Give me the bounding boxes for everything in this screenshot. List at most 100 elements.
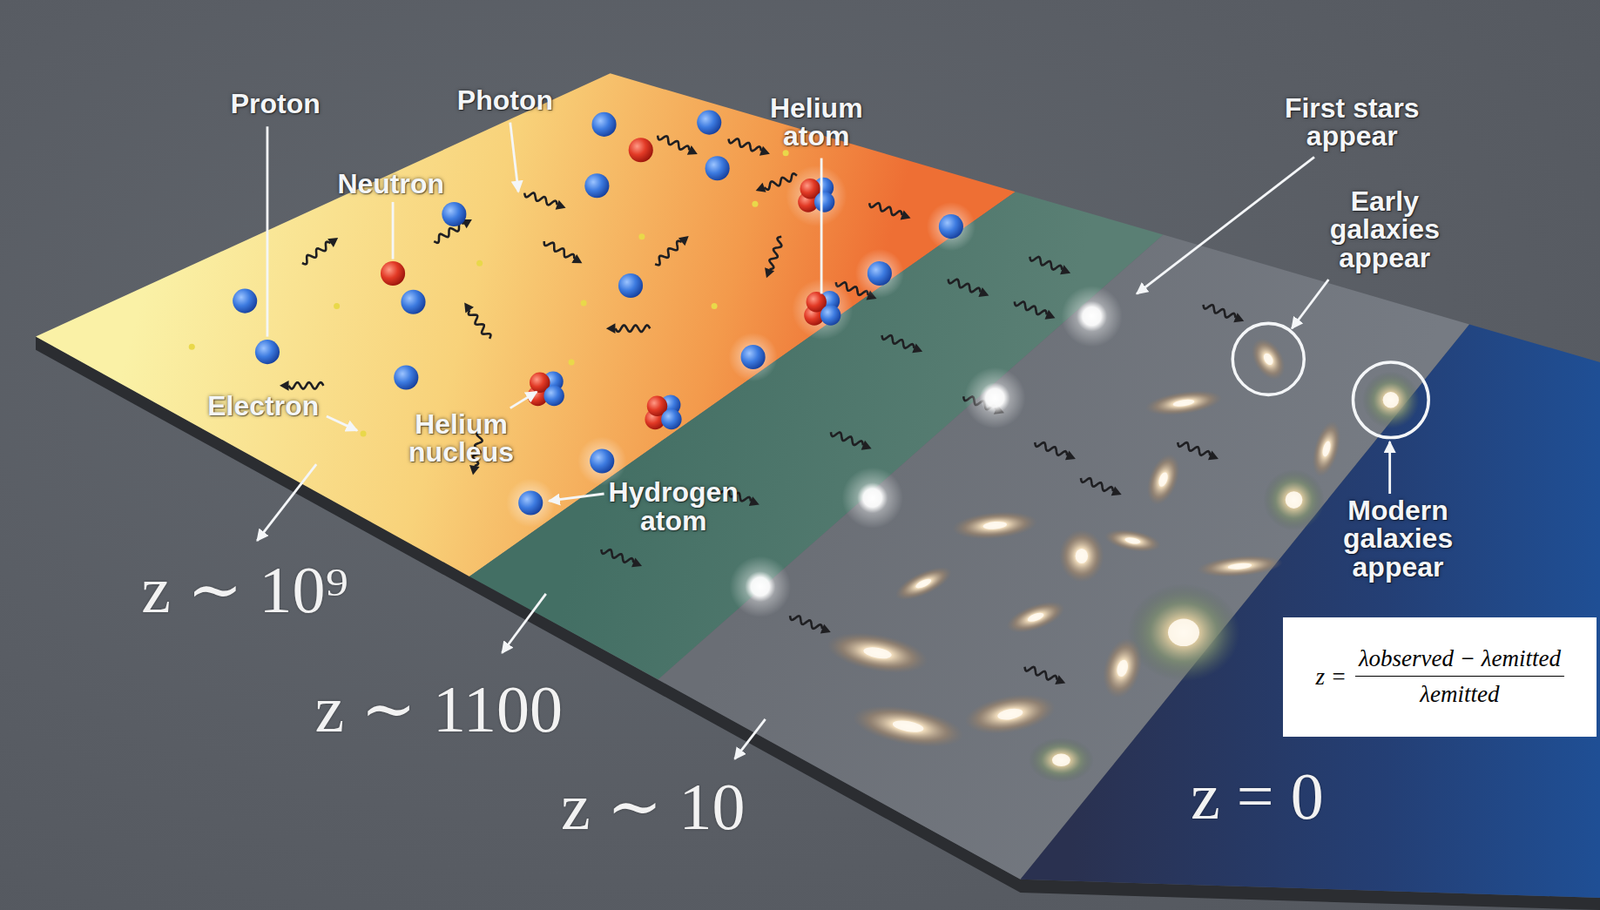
galaxy-halo [951, 508, 1040, 543]
atom-glow [506, 478, 555, 527]
proton [938, 214, 964, 239]
redshift-label: z ∼ 10 [560, 773, 745, 840]
present-era-region [1020, 324, 1600, 898]
galaxy-core [1052, 754, 1071, 767]
photon [522, 188, 568, 213]
electron [333, 303, 340, 310]
galaxy [1307, 418, 1346, 480]
photon [599, 545, 644, 572]
photon-head [911, 343, 925, 357]
galaxy [1059, 529, 1105, 583]
photon-wave [466, 308, 493, 341]
photon-head [749, 496, 762, 510]
galaxy [850, 698, 967, 755]
proton [393, 364, 419, 390]
photon [761, 235, 786, 280]
atom-glow [926, 202, 976, 251]
photon [1027, 251, 1073, 278]
photon-wave [1023, 663, 1059, 683]
proton [232, 289, 257, 314]
first-star [1060, 285, 1122, 347]
galaxy-core [1075, 548, 1088, 564]
photon-wave [868, 200, 904, 219]
proton [592, 112, 617, 137]
photon [279, 380, 324, 392]
photon-wave [300, 240, 333, 266]
galaxy-core [914, 577, 933, 591]
photon-wave [1080, 475, 1115, 495]
highlight-circle [1232, 323, 1304, 395]
photon-head [761, 267, 775, 280]
photon-wave [656, 132, 691, 154]
photon-head [1054, 675, 1067, 689]
galaxy-halo [1244, 332, 1292, 386]
proton [543, 385, 564, 406]
galaxy-halo [961, 688, 1059, 741]
galaxy-core [996, 707, 1024, 723]
neutron [628, 137, 654, 163]
photon-wave [1012, 298, 1048, 318]
photon-wave [946, 276, 982, 296]
electron [476, 260, 483, 267]
galaxy-core [1114, 658, 1130, 678]
photon-wave [766, 236, 785, 271]
galaxy-core [1285, 491, 1303, 509]
galaxy-halo [1127, 583, 1241, 682]
galaxy [961, 688, 1059, 741]
photon-head [327, 233, 341, 248]
photon-wave [289, 382, 325, 389]
galaxy-halo [1195, 552, 1283, 581]
photon-wave [1176, 439, 1212, 460]
leader-line [501, 594, 546, 654]
galaxy-halo [1307, 418, 1346, 480]
electron [751, 201, 758, 208]
galaxy-core [862, 645, 892, 661]
galaxy [1002, 595, 1069, 640]
galaxy [1362, 371, 1420, 429]
leader-line [391, 202, 395, 260]
proton [518, 491, 543, 516]
galaxy-halo [1262, 469, 1324, 531]
photon-wave [542, 238, 576, 262]
proton [814, 191, 835, 212]
photon [606, 323, 650, 334]
photon-wave [1201, 301, 1237, 321]
formula-fraction: λobserved − λemittedλemitted [1355, 645, 1565, 709]
leader-line [1291, 279, 1329, 329]
photon-head [459, 299, 474, 313]
proton [661, 409, 682, 430]
photon-head [1111, 486, 1124, 500]
annotation-label: First stars appear [1260, 94, 1444, 151]
photon-head [1059, 264, 1073, 278]
galaxy [823, 626, 932, 681]
photon [1012, 297, 1058, 324]
photon [727, 134, 772, 159]
first-star [964, 367, 1026, 429]
galaxy-core [1172, 398, 1195, 408]
photon [945, 274, 991, 301]
highlight-circle [1352, 362, 1429, 439]
annotation-label: Electron [207, 391, 319, 421]
electron [580, 299, 588, 306]
annotation-label: Modern galaxies appear [1332, 496, 1464, 582]
proton [441, 202, 466, 227]
proton [741, 344, 766, 370]
galaxy [1140, 449, 1187, 509]
galaxy-halo [1140, 449, 1187, 509]
photon-head [687, 145, 701, 159]
photon-head [900, 209, 913, 223]
photon-wave [880, 332, 916, 352]
galaxy [1195, 552, 1283, 581]
leader-line [735, 719, 766, 760]
electron [360, 430, 367, 437]
formula-box: z =λobserved − λemittedλemitted [1282, 617, 1597, 737]
galaxy [1096, 634, 1148, 703]
photon [459, 299, 493, 342]
photon-head [279, 380, 290, 392]
atom-glow [785, 165, 847, 227]
galaxy-halo [823, 626, 932, 681]
photon-head [678, 231, 693, 246]
annotation-label: Photon [457, 86, 554, 115]
particles [232, 110, 1123, 618]
